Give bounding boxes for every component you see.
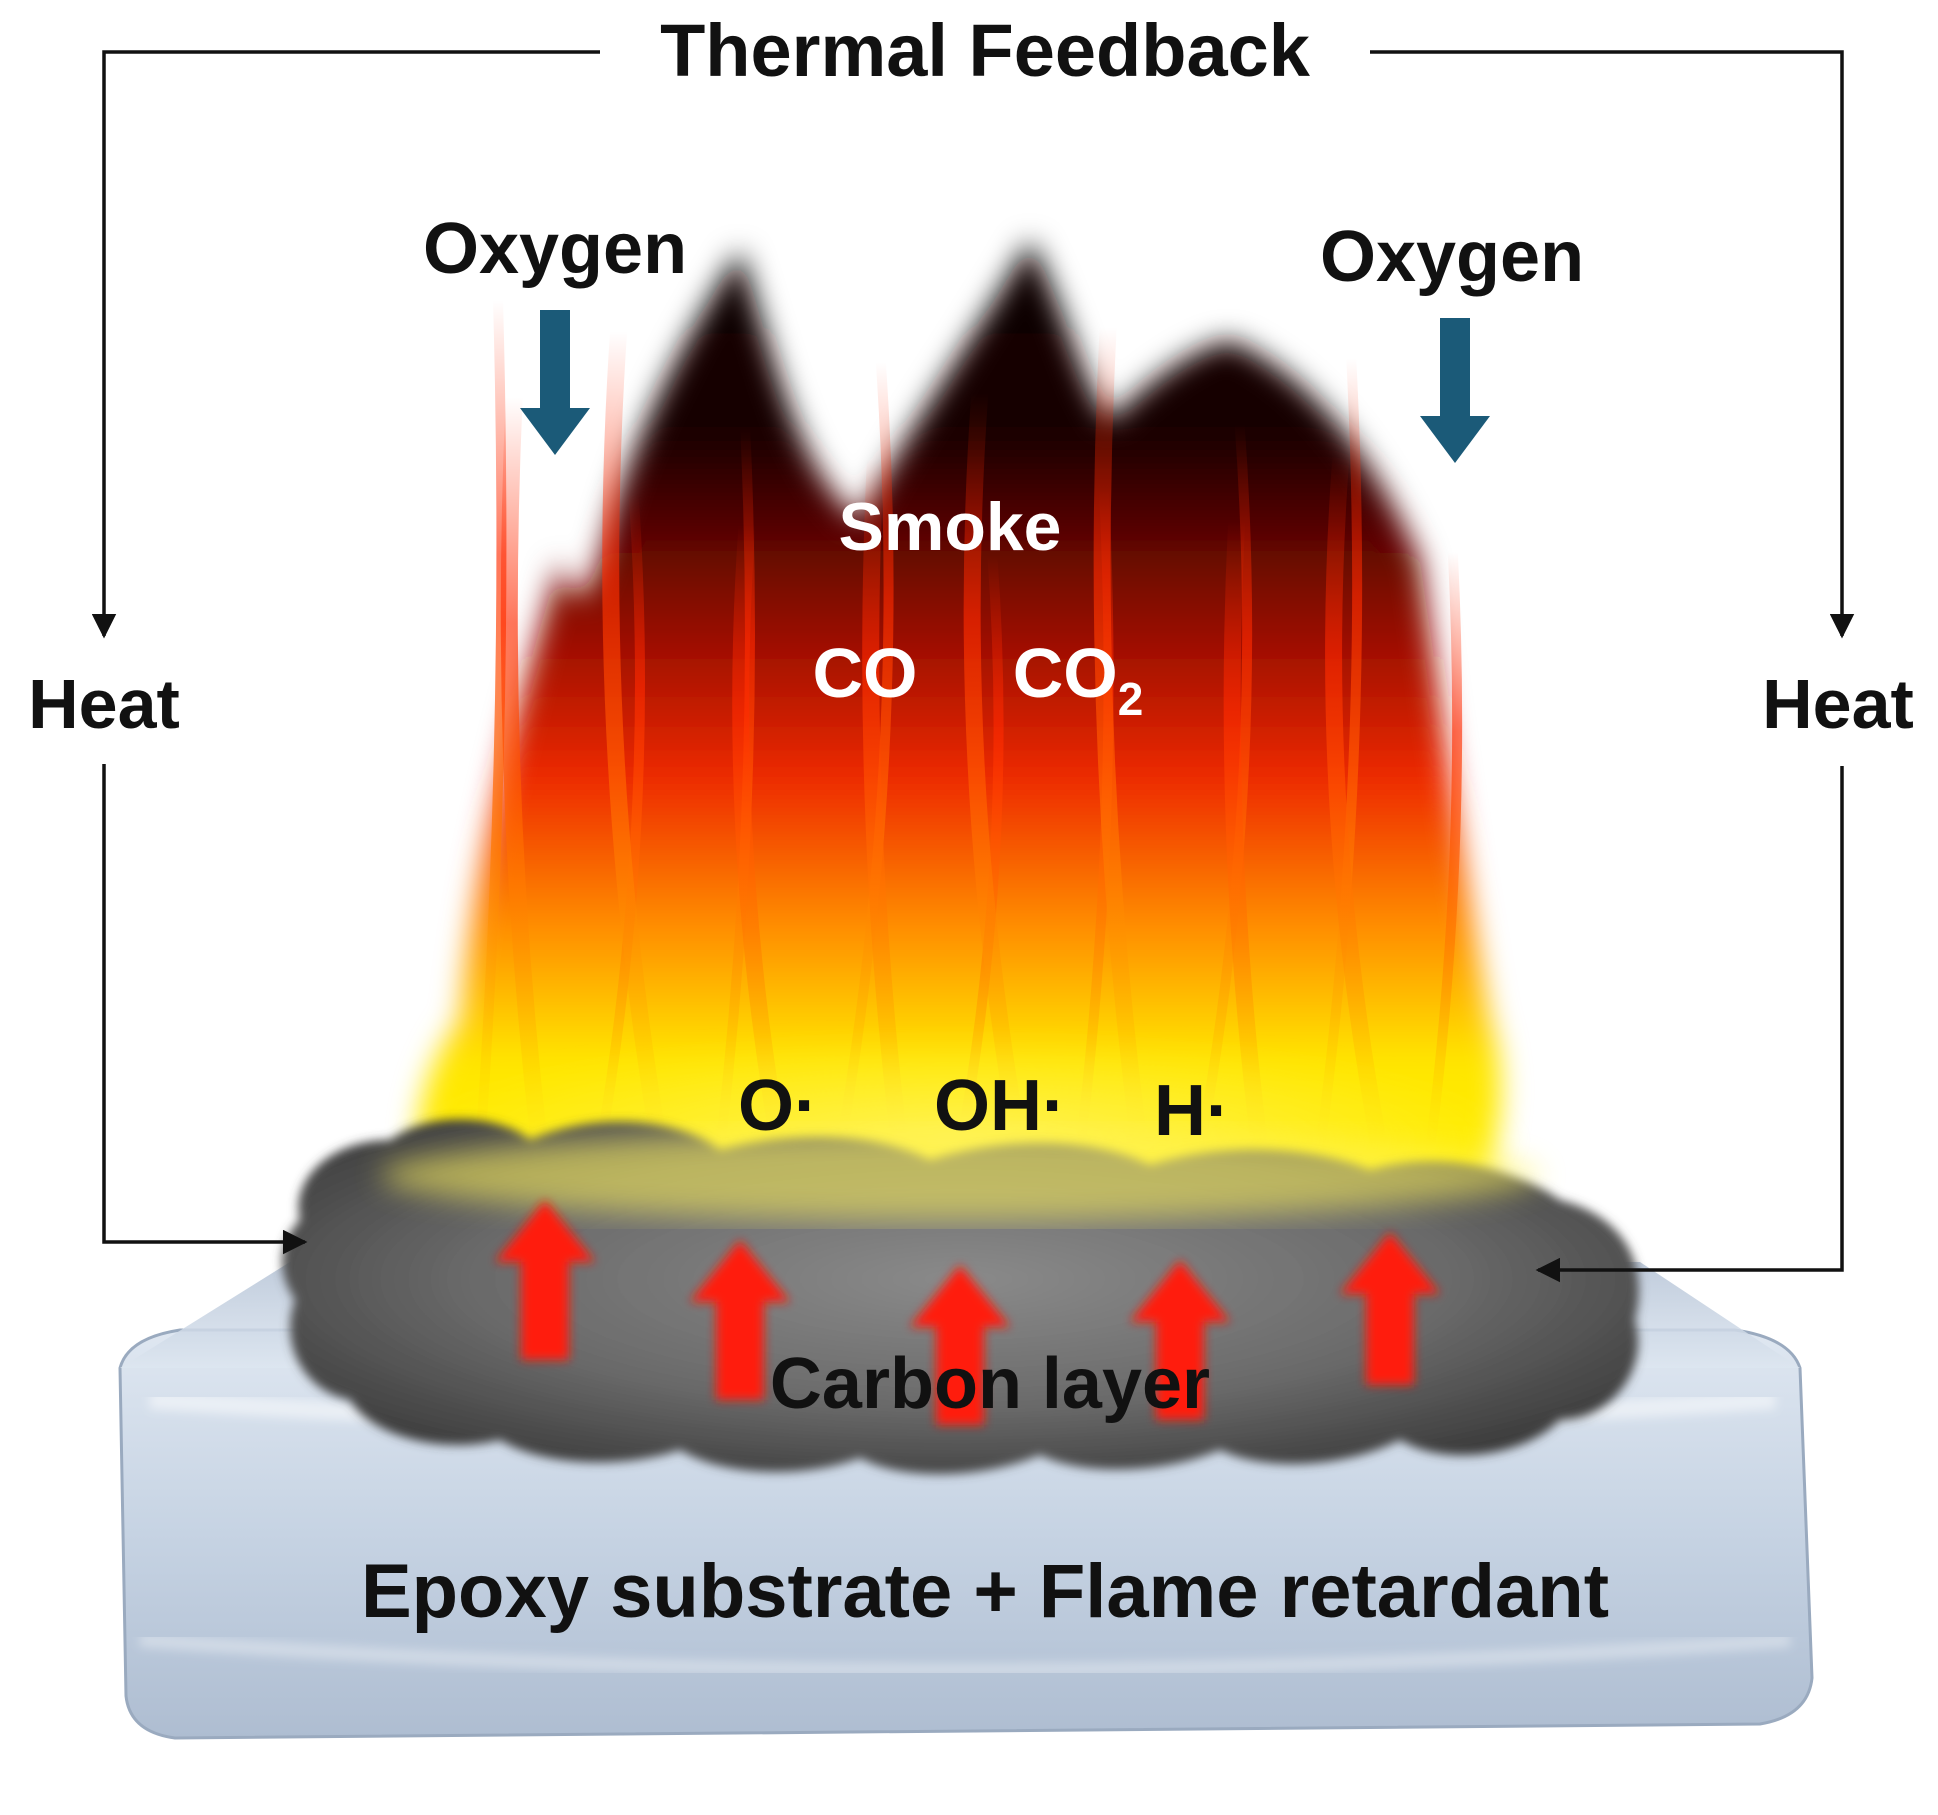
oxygen-arrow-right bbox=[1420, 318, 1490, 463]
thermal-feedback-title: Thermal Feedback bbox=[660, 9, 1311, 92]
co2-label-subscript: 2 bbox=[1118, 673, 1144, 725]
flame-streak bbox=[500, 396, 549, 1151]
flame-streak bbox=[1425, 551, 1463, 1151]
flame-streak bbox=[1315, 357, 1363, 1151]
co2-label: CO2 bbox=[1013, 634, 1144, 725]
flame-streak bbox=[602, 330, 669, 1152]
heat-label-left: Heat bbox=[28, 665, 180, 743]
heat-label-right: Heat bbox=[1762, 665, 1914, 743]
radical-h-label: H· bbox=[1154, 1071, 1230, 1151]
feedback-line-right-top bbox=[1370, 50, 1855, 639]
heat-arrow bbox=[1340, 1232, 1440, 1385]
radical-o-label: O· bbox=[738, 1066, 818, 1146]
heat-transfer-arrows bbox=[495, 1200, 1440, 1425]
feedback-line-left-bottom bbox=[102, 764, 308, 1255]
substrate-label: Epoxy substrate + Flame retardant bbox=[361, 1549, 1609, 1634]
flame-streak bbox=[475, 299, 507, 1151]
oxygen-arrow-left bbox=[520, 310, 590, 455]
carbon-layer-label: Carbon layer bbox=[770, 1344, 1210, 1424]
heat-arrow bbox=[690, 1240, 790, 1400]
heat-arrow bbox=[1130, 1260, 1230, 1420]
oxygen-label-left: Oxygen bbox=[423, 209, 687, 289]
heat-arrow bbox=[910, 1265, 1010, 1425]
flame-streak bbox=[835, 361, 894, 1151]
oxygen-label-right: Oxygen bbox=[1320, 217, 1584, 297]
heat-arrow bbox=[495, 1200, 595, 1360]
flame-streaks bbox=[475, 299, 1463, 1152]
feedback-line-left-top bbox=[91, 50, 600, 639]
flame-streak bbox=[595, 493, 645, 1151]
co-label: CO bbox=[813, 634, 918, 712]
flame-streak bbox=[1325, 454, 1389, 1152]
smoke-label: Smoke bbox=[839, 489, 1062, 565]
co2-label-main: CO bbox=[1013, 634, 1118, 712]
thermal-feedback-loop bbox=[91, 50, 1855, 1283]
radical-oh-label: OH· bbox=[934, 1066, 1066, 1146]
flame-streak bbox=[1195, 423, 1253, 1151]
feedback-line-right-bottom bbox=[1535, 766, 1844, 1283]
flame-streak bbox=[1093, 326, 1149, 1152]
